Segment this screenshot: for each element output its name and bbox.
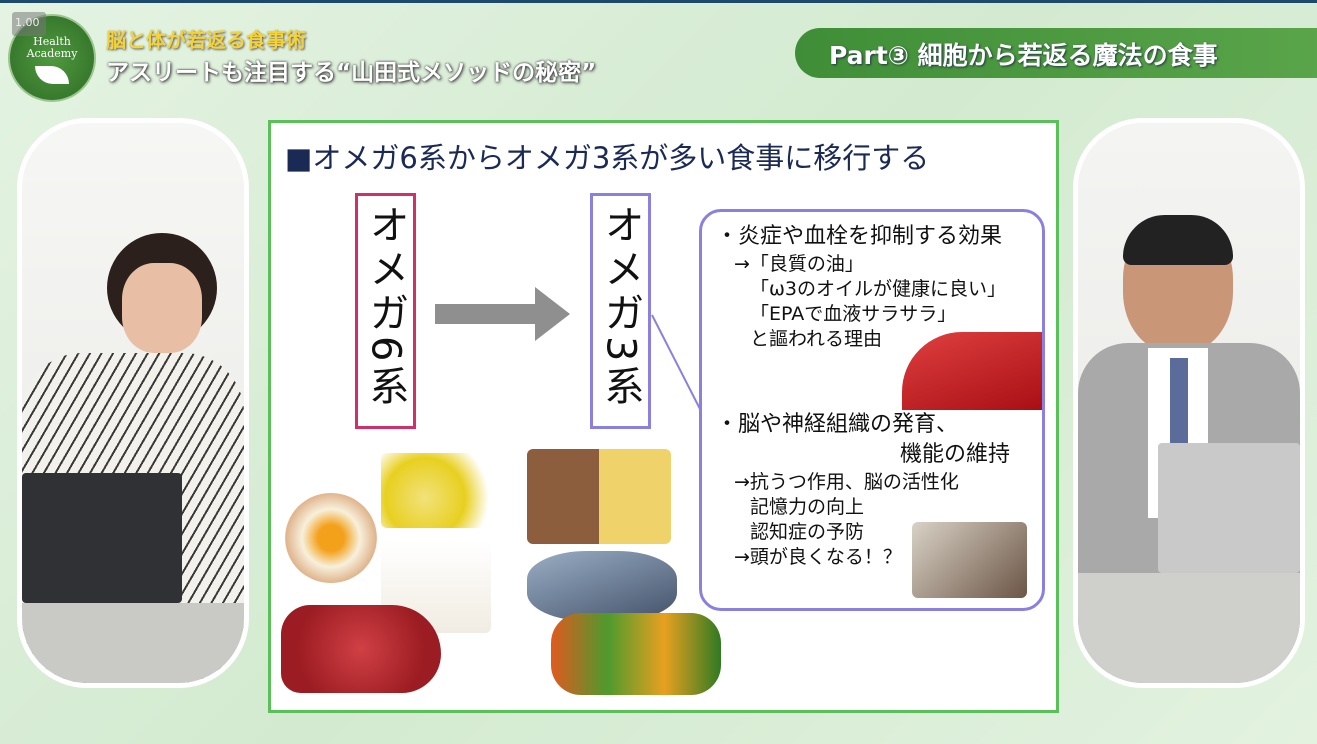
effect-heading: 機能の維持: [900, 442, 1011, 467]
omega3-effects-box: ・炎症や血栓を抑制する効果 →「良質の油」 「ω3のオイルが健康に良い」 「EP…: [699, 209, 1045, 611]
part-banner: Part③ 細胞から若返る魔法の食事: [795, 28, 1317, 78]
program-title: 脳と体が若返る食事術: [106, 28, 306, 52]
effect-line: →頭が良くなる！？: [734, 546, 902, 568]
flaxseed-oil-image: [527, 449, 671, 544]
playback-speed-badge[interactable]: 1.00: [12, 12, 46, 36]
steak-image: [281, 605, 441, 693]
effect-line: →「良質の油」: [734, 253, 864, 275]
arrow-right-icon: [435, 287, 570, 341]
leaf-icon: [35, 66, 69, 84]
effect-line: 「ω3のオイルが健康に良い」: [750, 278, 1006, 300]
slide-title: ■オメガ6系からオメガ3系が多い食事に移行する: [285, 141, 930, 175]
host-video-frame: [17, 118, 249, 688]
effect-heading: ・炎症や血栓を抑制する効果: [716, 224, 1003, 249]
guest-video-frame: [1073, 118, 1305, 688]
omega6-box: オメガ6系: [355, 193, 416, 429]
canola-oil-image: [381, 453, 491, 528]
effect-heading: ・脳や神経組織の発育、: [716, 412, 959, 437]
vegetables-image: [551, 613, 721, 695]
top-bar: [0, 0, 1317, 3]
blood-vessel-image: [902, 332, 1042, 410]
tablet: [22, 473, 182, 603]
logo-text: Academy: [26, 47, 78, 60]
effect-line: 記憶力の向上: [750, 496, 865, 518]
program-subtitle: アスリートも注目する“山田式メソッドの秘密”: [106, 60, 597, 86]
effect-line: →抗うつ作用、脳の活性化: [734, 471, 959, 493]
effect-line: と謳われる理由: [750, 328, 883, 350]
egg-image: [285, 493, 377, 583]
laptop: [1158, 443, 1300, 573]
logo-text: Health: [33, 35, 71, 48]
child-studying-image: [912, 522, 1027, 598]
effect-line: 認知症の予防: [750, 521, 865, 543]
presentation-slide: ■オメガ6系からオメガ3系が多い食事に移行する オメガ6系 オメガ3系 ・炎症や…: [268, 120, 1059, 713]
omega3-label: オメガ3系: [597, 204, 644, 410]
omega6-label: オメガ6系: [362, 204, 409, 410]
connector-line: [651, 314, 701, 410]
effect-line: 「EPAで血液サラサラ」: [750, 303, 957, 325]
fish-image: [527, 551, 677, 621]
omega3-box: オメガ3系: [590, 193, 651, 429]
